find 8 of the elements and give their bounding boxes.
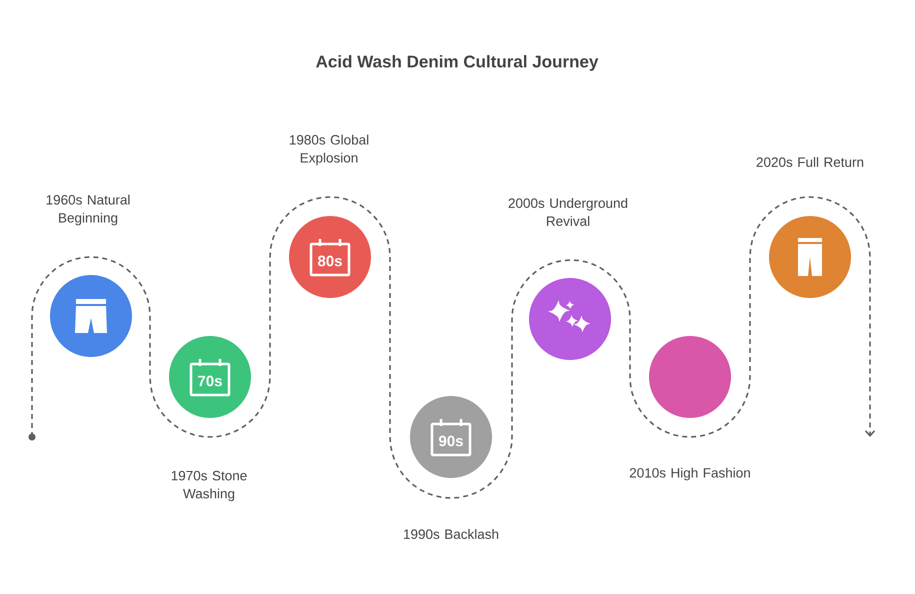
milestone-label: 2010s High Fashion xyxy=(630,468,750,480)
milestone-label: 1980s Global Explosion xyxy=(290,134,368,166)
milestone-label: 2020s Full Return xyxy=(756,157,864,167)
milestone-label: 1990s Backlash xyxy=(404,529,498,539)
diagram-title: Acid Wash Denim Cultural Journey xyxy=(316,55,598,71)
milestone-label: 1970s Stone Washing xyxy=(172,470,247,502)
milestone-label: 1960s Natural Beginning xyxy=(46,194,130,226)
milestone-label: 2000s Underground Revival xyxy=(508,198,628,226)
